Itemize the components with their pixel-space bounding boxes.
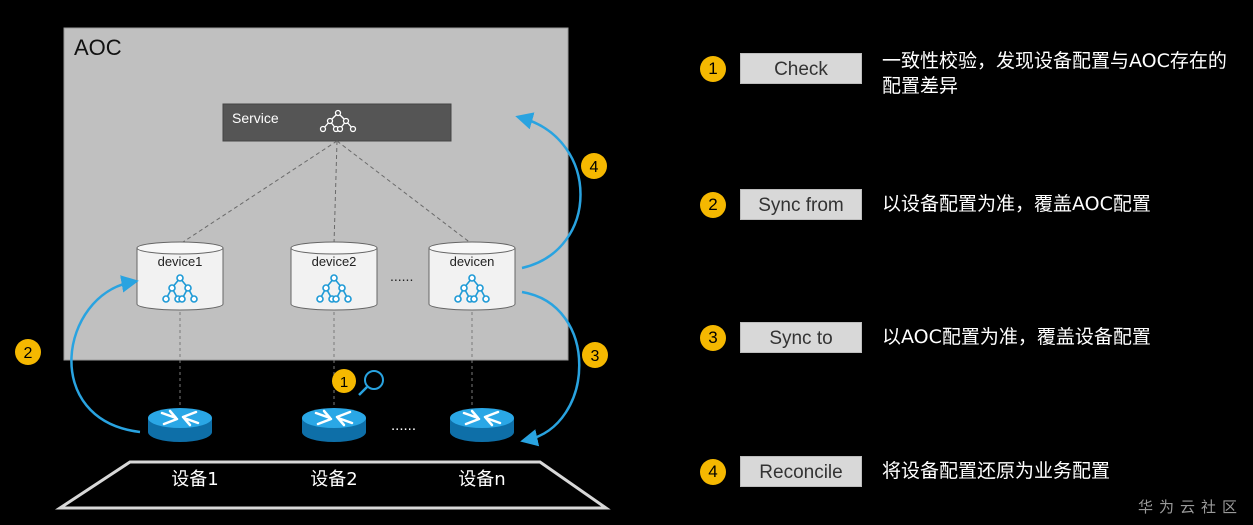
- legend-desc: 将设备配置还原为业务配置: [882, 460, 1111, 482]
- router-label: 设备2: [310, 469, 357, 490]
- arrow-reconcile: [515, 112, 582, 270]
- magnifier-icon: [358, 370, 384, 396]
- aoc-title: AOC: [74, 35, 122, 60]
- legend-row-check: 1 Check 一致性校验，发现设备配置与AOC存在的配置差异: [700, 50, 1234, 99]
- sync-to-button[interactable]: Sync to: [740, 322, 862, 353]
- architecture-diagram: AOC Service device1 device2 ......: [15, 27, 611, 510]
- device-label: devicen: [450, 254, 495, 269]
- service-label: Service: [232, 110, 279, 126]
- arrow-sync-from: [70, 275, 141, 434]
- device-cylinder-1: device1: [136, 241, 224, 311]
- legend-row-sync-to: 3 Sync to 以AOC配置为准，覆盖设备配置: [700, 322, 1242, 353]
- router-icon: [448, 406, 516, 444]
- device-label: device2: [312, 254, 357, 269]
- legend-badge: 4: [700, 459, 726, 485]
- device-ellipsis: ......: [390, 268, 413, 284]
- service-tree-icon: [319, 109, 357, 133]
- svg-text:4: 4: [590, 159, 599, 176]
- router-icon: [300, 406, 368, 444]
- diagram-badge-4: 4: [581, 153, 607, 179]
- legend-row-reconcile: 4 Reconcile 将设备配置还原为业务配置: [700, 456, 1242, 487]
- router-label: 设备n: [458, 469, 505, 490]
- service-links: [179, 140, 473, 245]
- check-button[interactable]: Check: [740, 53, 862, 84]
- arrow-sync-to: [520, 290, 581, 447]
- legend-desc: 一致性校验，发现设备配置与AOC存在的配置差异: [882, 50, 1227, 97]
- diagram-badge-1: 1: [332, 369, 356, 393]
- sync-from-button[interactable]: Sync from: [740, 189, 862, 220]
- legend-desc: 以设备配置为准，覆盖AOC配置: [882, 193, 1151, 215]
- svg-text:1: 1: [340, 374, 348, 391]
- legend-badge: 3: [700, 325, 726, 351]
- legend-desc: 以AOC配置为准，覆盖设备配置: [882, 326, 1151, 348]
- legend-badge: 1: [700, 56, 726, 82]
- watermark: 华为云社区: [1137, 498, 1243, 516]
- device-cylinder-n: devicen: [428, 241, 516, 311]
- router-label: 设备1: [171, 469, 218, 490]
- diagram-badge-3: 3: [582, 342, 608, 368]
- device-label: device1: [158, 254, 203, 269]
- diagram-badge-2: 2: [15, 339, 41, 365]
- router-ellipsis: ......: [391, 417, 416, 434]
- aoc-container: [63, 27, 569, 361]
- device-router-links: [179, 312, 473, 408]
- svg-text:2: 2: [24, 345, 33, 362]
- legend-badge: 2: [700, 192, 726, 218]
- svg-text:3: 3: [591, 348, 600, 365]
- reconcile-button[interactable]: Reconcile: [740, 456, 862, 487]
- router-icon: [146, 406, 214, 444]
- device-cylinder-2: device2: [290, 241, 378, 311]
- platform-outline: [54, 460, 611, 510]
- legend-row-sync-from: 2 Sync from 以设备配置为准，覆盖AOC配置: [700, 189, 1242, 220]
